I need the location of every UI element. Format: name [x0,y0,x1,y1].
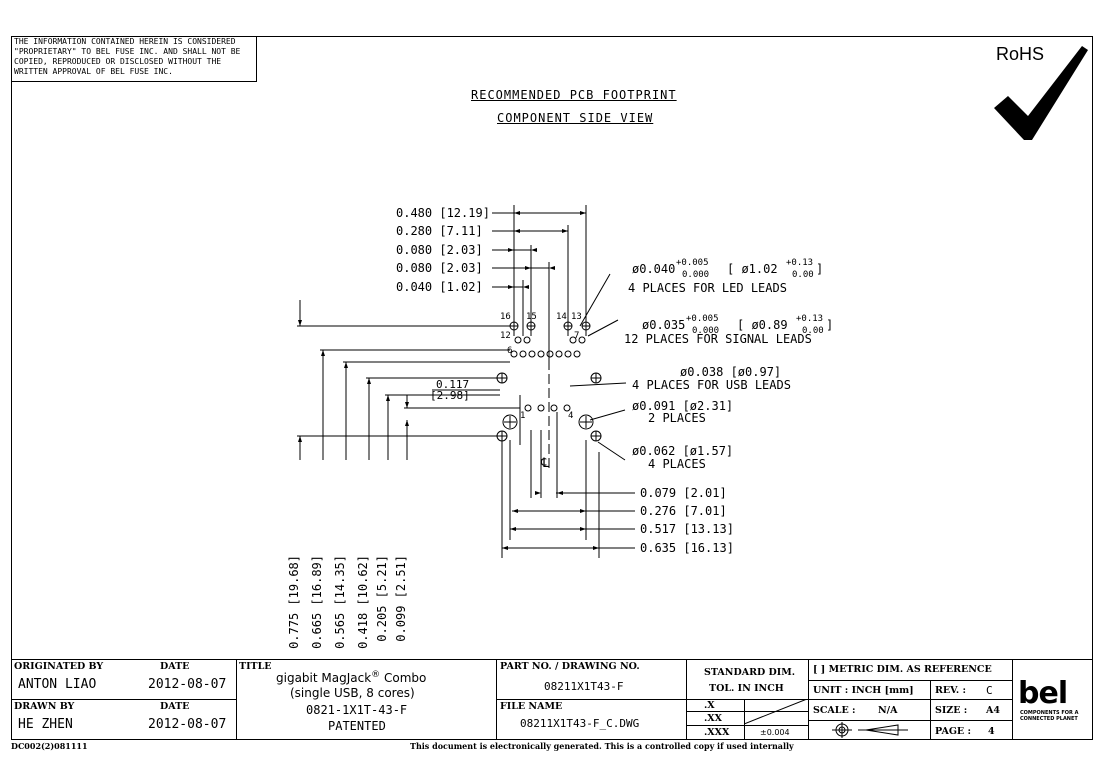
led-tol-up: +0.005 [676,258,709,268]
centerline-symbol: ℄ [541,456,550,471]
part-no-label: PART NO. / DRAWING NO. [500,661,640,672]
footprint-drawing [297,205,635,558]
title-line-1: gigabit MagJack® Combo [276,670,427,685]
signal-tol-dn: 0.000 [692,326,720,336]
mid-places: 4 PLACES [648,457,706,471]
vdim-0418: 0.418 [10.62] [356,555,370,649]
pin-label-1: 1 [520,411,526,421]
dim-0080-b: 0.080 [2.03] [396,261,483,275]
tol-xx: .XX [704,713,723,724]
led-tol-dn: 0.000 [682,270,710,280]
vdim-0775: 0.775 [19.68] [287,555,301,649]
rev-label: REV. : [935,685,966,696]
dim-0040: 0.040 [1.02] [396,280,483,294]
signal-tol-up: +0.005 [686,314,719,324]
title-line-4: PATENTED [328,719,386,733]
unit-label: UNIT : INCH [mm] [813,685,914,696]
scale-value: N/A [878,705,898,716]
file-name: 08211X1T43-F_C.DWG [520,717,640,730]
view-title-footprint: RECOMMENDED PCB FOOTPRINT [471,88,677,102]
vdim-0565: 0.565 [14.35] [333,555,347,649]
led-mm-up: +0.13 [786,258,814,268]
signal-mm-up: +0.13 [796,314,824,324]
drawing-frame [11,36,1093,740]
originated-by: ANTON LIAO [18,677,97,692]
metric-note: [ ] METRIC DIM. AS REFERENCE [813,664,992,675]
dim-0276: 0.276 [7.01] [640,504,727,518]
pin-label-13: 13 [571,312,582,322]
dim-0117-mm: [2.98] [430,389,470,402]
originated-by-label: ORIGINATED BY [14,661,104,672]
scale-label: SCALE : [813,705,856,716]
date-drawn: 2012-08-07 [148,717,227,732]
big-places: 2 PLACES [648,411,706,425]
usb-hole-dia: ø0.038 [ø0.97] [680,365,782,379]
bel-logo: bel [1018,676,1068,711]
tol-x: .X [704,700,715,711]
bel-tagline: COMPONENTS FOR A CONNECTED PLANET [1020,710,1079,722]
rohs-label: RoHS [996,44,1045,64]
vdim-0665: 0.665 [16.89] [310,555,324,649]
dim-0117: 0.117 [436,378,470,391]
tol-xxx: .XXX [704,727,730,738]
view-title-component-side: COMPONENT SIDE VIEW [497,111,654,125]
vdim-0205: 0.205 [5.21] [375,555,389,642]
title-line-2: (single USB, 8 cores) [290,686,415,700]
vdim-0099: 0.099 [2.51] [394,555,408,642]
dim-0480: 0.480 [12.19] [396,206,490,220]
pin-label-6: 6 [507,346,513,356]
date-label-2: DATE [160,701,190,712]
dim-0079: 0.079 [2.01] [640,486,727,500]
dim-0517: 0.517 [13.13] [640,522,734,536]
led-mm-dn: 0.00 [792,270,814,280]
projection-symbol-icon [832,722,908,738]
signal-hole-dia: ø0.035 [642,318,686,332]
signal-mm-bracket: ] [826,318,834,332]
drawn-by: HE ZHEN [18,717,73,732]
led-places: 4 PLACES FOR LED LEADS [628,281,787,295]
doc-code: DC002(2)081111 [11,741,88,751]
size-value: A4 [986,705,1000,716]
pin-label-15: 15 [526,312,537,322]
page-label: PAGE : [935,726,971,737]
date-originated: 2012-08-07 [148,677,227,692]
pin-label-12: 12 [500,331,511,341]
tol-label: TOL. IN INCH [709,683,784,694]
title-line-3: 0821-1X1T-43-F [306,703,408,717]
proprietary-notice: THE INFORMATION CONTAINED HEREIN IS CONS… [11,36,257,82]
title-label: TITLE [239,661,272,672]
signal-mm-dia: [ ø0.89 [737,318,788,332]
std-dim-label: STANDARD DIM. [704,667,796,678]
pin-label-4: 4 [568,411,574,421]
signal-places: 12 PLACES FOR SIGNAL LEADS [624,332,812,346]
big-hole-dia: ø0.091 [ø2.31] [632,399,734,413]
file-name-label: FILE NAME [500,701,563,712]
drawn-by-label: DRAWN BY [14,701,75,712]
controlled-copy-notice: This document is electronically generate… [410,741,794,751]
page-value: 4 [988,726,995,737]
pin-label-14: 14 [556,312,567,322]
signal-mm-dn: 0.00 [802,326,824,336]
pin-label-7: 7 [574,331,580,341]
dim-0635: 0.635 [16.13] [640,541,734,555]
tol-xxx-val: ±0.004 [760,728,790,737]
led-hole-dia: ø0.040 [632,262,676,276]
pin-label-16: 16 [500,312,511,322]
date-label-1: DATE [160,661,190,672]
dim-0080-a: 0.080 [2.03] [396,243,483,257]
mid-hole-dia: ø0.062 [ø1.57] [632,444,734,458]
size-label: SIZE : [935,705,968,716]
usb-places: 4 PLACES FOR USB LEADS [632,378,791,392]
led-mm-bracket: ] [816,262,824,276]
rev-value: C [986,684,993,697]
part-no: 08211X1T43-F [544,680,624,693]
dim-0280: 0.280 [7.11] [396,224,483,238]
checkmark-icon [994,46,1088,140]
led-mm-dia: [ ø1.02 [727,262,778,276]
